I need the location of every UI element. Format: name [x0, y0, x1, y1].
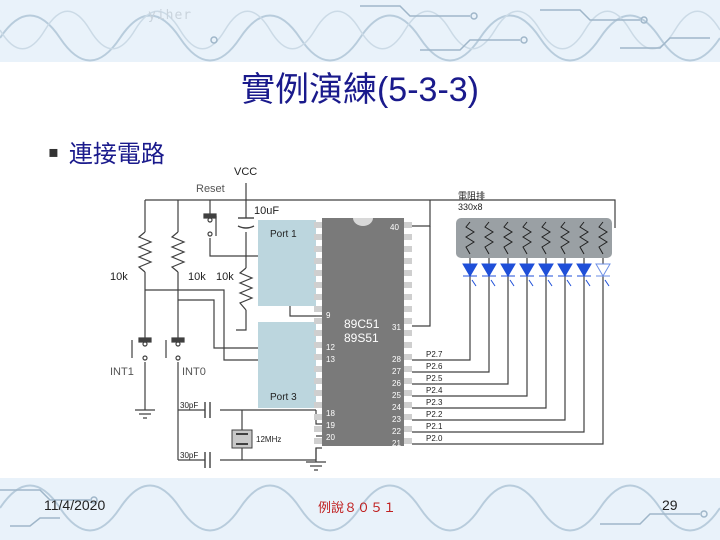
p2-pin-label: P2.0 — [426, 434, 443, 443]
p2-pin-label: P2.3 — [426, 398, 443, 407]
p2-pin-number: 22 — [392, 427, 401, 436]
cap1-label: 30pF — [180, 401, 198, 410]
res-array-label: 電阻排 — [458, 190, 485, 201]
circuit-wave-pattern-top — [0, 5, 720, 62]
crystal-capacitor-icon — [204, 402, 211, 468]
p2-pin-label: P2.6 — [426, 362, 443, 371]
mcu-chip — [314, 218, 412, 446]
pin19-label: 19 — [326, 421, 335, 430]
p2-pin-number: 26 — [392, 379, 401, 388]
bullet-item: ▪ 連接電路 — [48, 134, 165, 169]
cap2-label: 30pF — [180, 451, 198, 460]
p2-pin-label: P2.4 — [426, 386, 443, 395]
r1-label: 10k — [110, 271, 128, 283]
slide-title-number: (5-3-3) — [376, 71, 480, 109]
push-button-icon — [131, 213, 217, 361]
slide-title: 實例演練(5-3-3) — [0, 62, 720, 111]
pin20-label: 20 — [326, 433, 335, 442]
bullet-marker: ▪ — [48, 142, 59, 161]
p2-pin-number: 23 — [392, 415, 401, 424]
resistor-icon — [137, 231, 254, 311]
p2-pin-number: 21 — [392, 439, 401, 448]
footer-title: 例說８０５１ — [318, 501, 397, 516]
p2-pin-number: 28 — [392, 355, 401, 364]
chip-label-1: 89C51 — [344, 317, 380, 331]
r2-label: 10k — [188, 271, 206, 283]
pin9-label: 9 — [326, 311, 331, 320]
res-array-value: 330x8 — [458, 202, 483, 212]
capacitor-icon — [237, 217, 255, 229]
r3-label: 10k — [216, 271, 234, 283]
port3-box — [258, 322, 316, 408]
vcc-label: VCC — [234, 166, 257, 178]
header-decoration-band — [0, 0, 720, 62]
port1-label: Port 1 — [270, 229, 297, 240]
ground-icon — [135, 409, 326, 471]
p2-pin-label: P2.5 — [426, 374, 443, 383]
pin31-label: 31 — [392, 323, 401, 332]
footer-date: 11/4/2020 — [44, 497, 106, 513]
p2-pin-label: P2.7 — [426, 350, 443, 359]
port1-box — [258, 220, 316, 306]
crystal-label: 12MHz — [256, 435, 281, 444]
int0-label: INT0 — [182, 366, 206, 378]
slide-title-main: 實例演練 — [240, 70, 377, 110]
pin12-label: 12 — [326, 343, 335, 352]
watermark-text: yiher — [148, 8, 193, 23]
reset-label: Reset — [196, 183, 225, 195]
pin13-label: 13 — [326, 355, 335, 364]
resistor-array — [456, 218, 612, 258]
int1-label: INT1 — [110, 366, 134, 378]
p2-pin-number: 24 — [392, 403, 401, 412]
bullet-text: 連接電路 — [68, 140, 165, 168]
p2-pin-label: P2.2 — [426, 410, 443, 419]
p2-pin-number: 27 — [392, 367, 401, 376]
p2-pin-number: 25 — [392, 391, 401, 400]
chip-label-2: 89S51 — [344, 331, 379, 345]
circuit-wave-pattern-bottom — [0, 484, 720, 532]
pin18-label: 18 — [326, 409, 335, 418]
led-row — [462, 263, 611, 287]
p2-pin-label: P2.1 — [426, 422, 443, 431]
footer-decoration-band — [0, 478, 720, 540]
page-number: 29 — [662, 497, 678, 513]
port3-label: Port 3 — [270, 392, 297, 403]
reset-cap-label: 10uF — [254, 205, 279, 217]
crystal-icon — [231, 429, 253, 449]
pin40-label: 40 — [390, 223, 399, 232]
